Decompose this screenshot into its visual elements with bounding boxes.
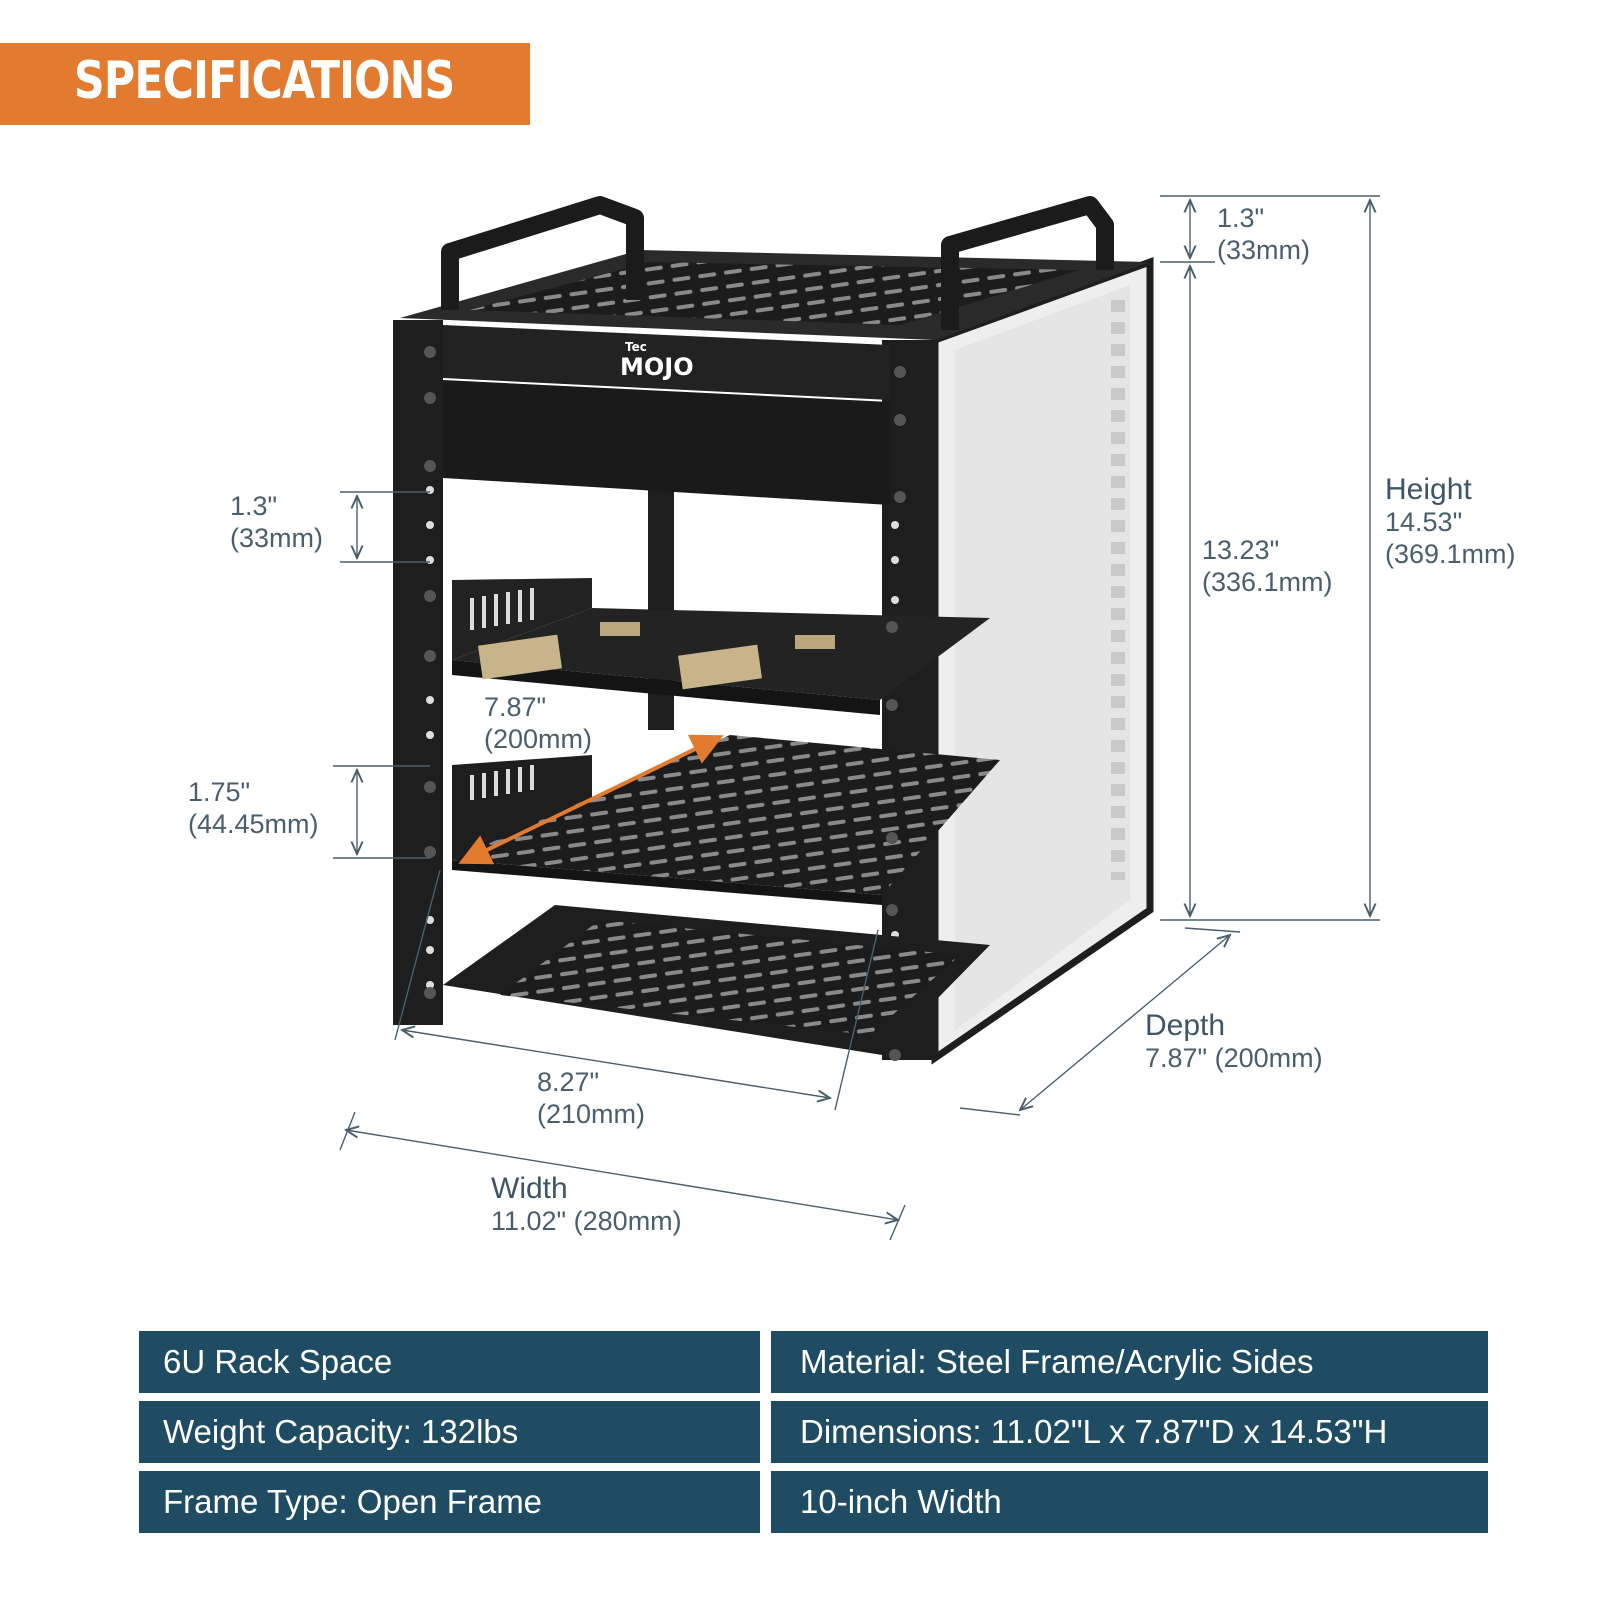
rail-gap-mm: (33mm)	[230, 523, 323, 553]
logo-main-text: MOJO	[620, 353, 694, 381]
spec-table: 6U Rack Space Material: Steel Frame/Acry…	[139, 1331, 1488, 1533]
middle-shelf	[424, 578, 990, 715]
spec-cell-weight-capacity: Weight Capacity: 132lbs	[139, 1401, 760, 1463]
spec-cell-frame-type: Frame Type: Open Frame	[139, 1471, 760, 1533]
specifications-banner: SPECIFICATIONS	[0, 43, 530, 125]
depth-label: Depth	[1145, 1009, 1226, 1042]
width-value: 11.02" (280mm)	[491, 1206, 682, 1236]
rack-unit-inch: 1.75"	[188, 777, 251, 807]
carry-handles	[441, 196, 1114, 330]
rack-unit-dimension: 1.75" (44.45mm)	[188, 776, 319, 840]
rail-gap-dimension: 1.3" (33mm)	[230, 490, 323, 554]
height-label: Height	[1385, 473, 1472, 506]
top-handle-mm: (33mm)	[1217, 235, 1310, 265]
base-plate	[424, 905, 990, 1061]
logo-small-text: Tec	[625, 340, 647, 354]
spec-cell-width: 10-inch Width	[771, 1471, 1488, 1533]
depth-dimension: Depth 7.87" (200mm)	[1145, 1010, 1323, 1074]
dimension-lines	[333, 195, 1380, 1241]
rail-gap-inch: 1.3"	[230, 491, 278, 521]
height-mm: (369.1mm)	[1385, 539, 1516, 569]
left-rail	[393, 320, 443, 1025]
inner-height-mm: (336.1mm)	[1202, 567, 1333, 597]
orange-depth-arrow	[458, 734, 724, 865]
inner-width-dimension: 8.27" (210mm)	[537, 1066, 645, 1130]
inner-width-mm: (210mm)	[537, 1099, 646, 1129]
width-label: Width	[491, 1172, 568, 1205]
top-plate	[400, 250, 1150, 340]
shelf-depth-inch: 7.87"	[484, 692, 547, 722]
spec-cell-rack-space: 6U Rack Space	[139, 1331, 760, 1393]
width-dimension: Width 11.02" (280mm)	[491, 1173, 682, 1237]
shelf-depth-mm: (200mm)	[484, 724, 593, 754]
acrylic-side-panel	[931, 257, 1154, 1065]
top-handle-dimension: 1.3" (33mm)	[1217, 202, 1310, 266]
inner-height-dimension: 13.23" (336.1mm)	[1202, 534, 1333, 598]
height-dimension: Height 14.53" (369.1mm)	[1385, 474, 1516, 570]
circuit-boards	[478, 622, 835, 690]
height-inch: 14.53"	[1385, 507, 1463, 537]
depth-value: 7.87" (200mm)	[1145, 1043, 1323, 1073]
spec-cell-dimensions: Dimensions: 11.02"L x 7.87"D x 14.53"H	[771, 1401, 1488, 1463]
inner-height-inch: 13.23"	[1202, 535, 1280, 565]
rack-unit-mm: (44.45mm)	[188, 809, 319, 839]
shelf-depth-dimension: 7.87" (200mm)	[484, 691, 592, 755]
tecmojo-logo: Tec MOJO	[620, 340, 694, 381]
banner-title: SPECIFICATIONS	[74, 51, 455, 111]
blank-panel	[424, 325, 906, 505]
spec-cell-material: Material: Steel Frame/Acrylic Sides	[771, 1331, 1488, 1393]
top-handle-inch: 1.3"	[1217, 203, 1265, 233]
inner-width-inch: 8.27"	[537, 1067, 600, 1097]
